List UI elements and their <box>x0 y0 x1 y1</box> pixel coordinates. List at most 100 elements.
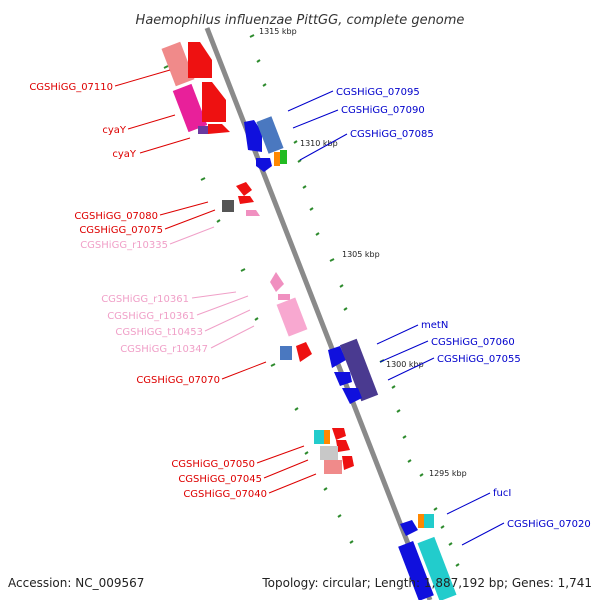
gene-07040-b[interactable] <box>342 456 354 470</box>
tick-mark <box>240 268 246 272</box>
gene-metn[interactable] <box>328 346 346 368</box>
gene-cyay-b[interactable] <box>202 82 226 122</box>
gene-fuci-b[interactable] <box>418 514 424 528</box>
gene-07020-b[interactable] <box>417 536 457 600</box>
tick-mark <box>294 407 299 411</box>
right-labels: CGSHiGG_07095 CGSHiGG_07090 CGSHiGG_0708… <box>336 87 591 530</box>
gene-cluster-mid-right <box>328 338 379 404</box>
gene-07040[interactable] <box>324 460 342 474</box>
gene-label[interactable]: metN <box>421 320 448 331</box>
gene-label[interactable]: CGSHiGG_07095 <box>336 87 420 98</box>
left-labels: CGSHiGG_07110 cyaY cyaY CGSHiGG_07080 CG… <box>29 82 267 500</box>
leader-line <box>461 522 505 546</box>
tick-mark <box>163 65 169 69</box>
gene-fuci-a[interactable] <box>400 520 418 536</box>
gene-t10453[interactable] <box>276 297 308 337</box>
gene-07070[interactable] <box>296 342 312 362</box>
leader-line <box>256 445 305 464</box>
topology-text: Topology: circular; Length: 1,887,192 bp… <box>261 576 592 590</box>
leader-line <box>221 361 267 380</box>
gene-label[interactable]: fucI <box>493 488 511 499</box>
gene-r10335[interactable] <box>246 210 260 216</box>
kbp-label: 1315 kbp <box>259 27 297 36</box>
tick-mark <box>315 232 320 236</box>
gene-07085-c[interactable] <box>280 150 287 164</box>
tick-mark <box>396 409 401 413</box>
gene-label[interactable]: CGSHiGG_07020 <box>507 519 591 530</box>
gene-07085-a[interactable] <box>256 158 272 172</box>
tick-mark <box>433 507 438 511</box>
gene-07080-a[interactable] <box>236 182 252 196</box>
gene-07095[interactable] <box>244 120 262 152</box>
gene-cluster-bottom-right <box>398 514 457 600</box>
gene-r10347[interactable] <box>280 346 292 360</box>
gene-label[interactable]: CGSHiGG_07055 <box>437 354 521 365</box>
gene-07080-b[interactable] <box>238 196 254 204</box>
tick-mark <box>440 525 445 529</box>
tick-mark <box>297 159 302 163</box>
tick-mark <box>448 542 453 546</box>
gene-label[interactable]: CGSHiGG_07050 <box>171 459 255 470</box>
gene-label[interactable]: CGSHiGG_07060 <box>431 337 515 348</box>
gene-label[interactable]: cyaY <box>102 125 127 136</box>
gene-07060[interactable] <box>339 338 379 402</box>
gene-r10361-b[interactable] <box>278 294 290 300</box>
gene-cluster-rrna <box>270 272 312 362</box>
gene-07050-a[interactable] <box>314 430 324 444</box>
gene-07085-b[interactable] <box>274 152 280 166</box>
gene-label[interactable]: CGSHiGG_07040 <box>183 489 267 500</box>
gene-label[interactable]: CGSHiGG_07085 <box>350 129 434 140</box>
gene-fuci-c[interactable] <box>424 514 434 528</box>
gene-07045[interactable] <box>320 446 338 460</box>
leader-line <box>376 324 419 345</box>
gene-label[interactable]: CGSHiGG_07110 <box>29 82 113 93</box>
gene-label[interactable]: CGSHiGG_07045 <box>178 474 262 485</box>
gene-label[interactable]: CGSHiGG_07090 <box>341 105 425 116</box>
map-title: Haemophilus influenzae PittGG, complete … <box>136 13 465 28</box>
gene-07090[interactable] <box>256 116 284 154</box>
leader-line <box>204 309 251 332</box>
gene-cyay-d[interactable] <box>198 126 208 134</box>
gene-label[interactable]: CGSHiGG_t10453 <box>115 327 203 338</box>
kbp-label: 1310 kbp <box>300 139 338 148</box>
gene-07075[interactable] <box>222 200 234 212</box>
gene-07020-a[interactable] <box>398 541 434 600</box>
gene-07050-d[interactable] <box>336 440 350 452</box>
tick-mark <box>339 284 344 288</box>
gene-label[interactable]: cyaY <box>112 149 137 160</box>
tick-mark <box>407 459 412 463</box>
gene-label[interactable]: CGSHiGG_r10361 <box>101 294 189 305</box>
gene-cyay-a[interactable] <box>172 83 208 133</box>
leader-line <box>379 340 429 363</box>
gene-label[interactable]: CGSHiGG_r10361 <box>107 311 195 322</box>
leader-line <box>268 473 317 494</box>
genome-backbone <box>204 27 433 600</box>
leader-line <box>210 325 255 349</box>
tick-mark <box>343 307 348 311</box>
leader-line <box>169 226 215 245</box>
gene-07050-b[interactable] <box>324 430 330 444</box>
gene-cluster-bottom-left <box>314 428 354 474</box>
gene-07110-a[interactable] <box>161 41 195 87</box>
gene-label[interactable]: CGSHiGG_07075 <box>79 225 163 236</box>
tick-mark <box>309 207 314 211</box>
gene-07055-b[interactable] <box>342 388 362 404</box>
tick-mark <box>200 177 206 181</box>
gene-label[interactable]: CGSHiGG_r10347 <box>120 344 208 355</box>
leader-line <box>299 133 348 161</box>
tick-mark <box>323 487 328 491</box>
gene-cyay-c[interactable] <box>208 124 230 134</box>
leader-line <box>139 137 191 154</box>
leader-line <box>127 114 176 130</box>
gene-label[interactable]: CGSHiGG_07070 <box>136 375 220 386</box>
gene-label[interactable]: CGSHiGG_r10335 <box>80 240 168 251</box>
gene-cluster-mid-left <box>222 182 260 216</box>
gene-07055-a[interactable] <box>334 372 352 386</box>
leader-line <box>263 459 309 479</box>
gene-label[interactable]: CGSHiGG_07080 <box>74 211 158 222</box>
gene-r10361-a[interactable] <box>270 272 284 292</box>
tick-mark <box>293 140 298 144</box>
gene-07110-b[interactable] <box>188 42 212 78</box>
gene-07050-c[interactable] <box>332 428 346 440</box>
leader-line <box>287 90 334 112</box>
